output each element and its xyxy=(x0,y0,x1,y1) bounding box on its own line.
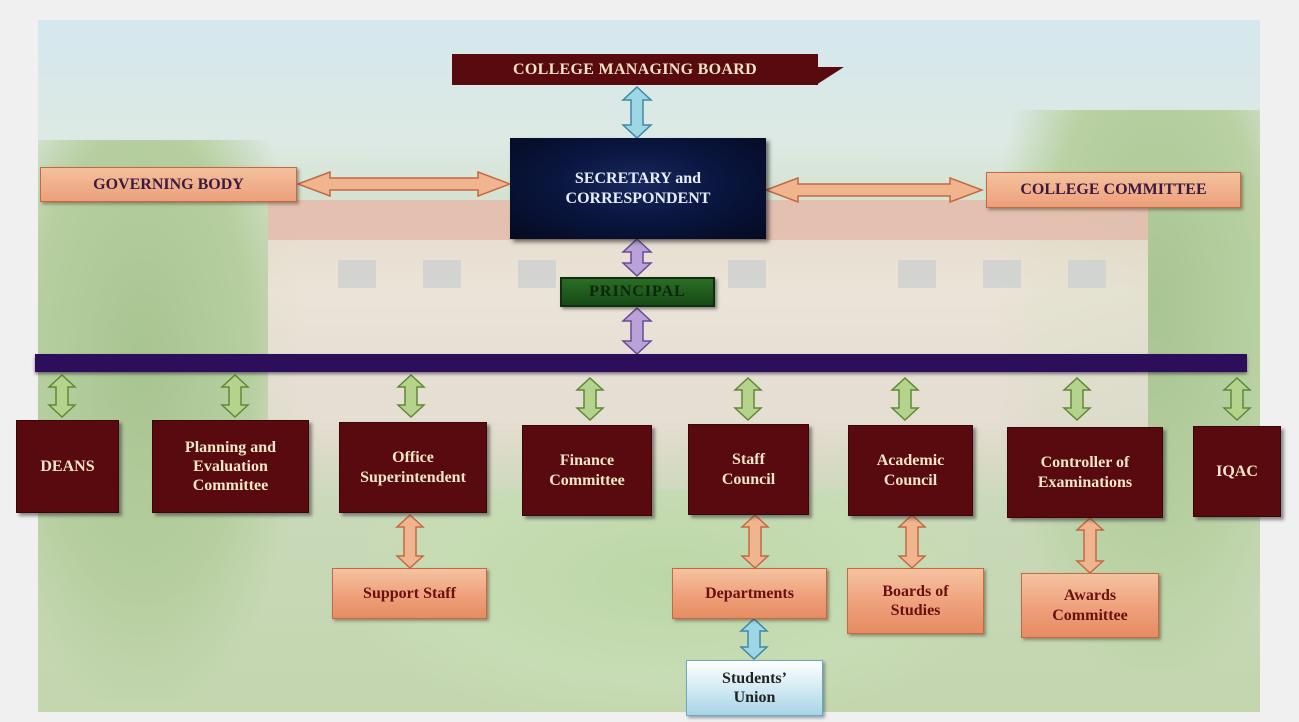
node-principal: PRINCIPAL xyxy=(560,277,715,307)
arrow-staff-departments xyxy=(740,513,770,570)
node-label: Academic Council xyxy=(876,452,945,489)
node-label: IQAC xyxy=(1216,462,1258,480)
node-label: Boards of Studies xyxy=(882,582,949,619)
building-window xyxy=(983,260,1021,288)
arrow-bar-planning xyxy=(220,373,250,419)
node-governing-body: GOVERNING BODY xyxy=(40,167,297,202)
arrow-board-secretary xyxy=(621,85,653,140)
node-office-superintendent: Office Superintendent xyxy=(339,422,487,513)
node-support-staff: Support Staff xyxy=(332,568,487,619)
arrow-academic-boards xyxy=(897,513,927,570)
building-window xyxy=(728,260,766,288)
node-secretary-correspondent: SECRETARY and CORRESPONDENT xyxy=(510,138,766,239)
building-window xyxy=(518,260,556,288)
node-awards-committee: Awards Committee xyxy=(1021,573,1159,638)
arrow-secretary-committee xyxy=(763,176,985,204)
node-label: Students’ Union xyxy=(722,669,787,706)
node-label: Support Staff xyxy=(363,584,456,602)
node-staff-council: Staff Council xyxy=(688,424,809,515)
node-college-managing-board: COLLEGE MANAGING BOARD xyxy=(452,54,818,85)
node-controller-of-examinations: Controller of Examinations xyxy=(1007,427,1163,518)
node-label: GOVERNING BODY xyxy=(93,175,244,193)
arrow-secretary-principal xyxy=(621,237,653,278)
hierarchy-bar xyxy=(35,354,1247,372)
node-students-union: Students’ Union xyxy=(686,660,823,716)
node-label: Finance Committee xyxy=(549,452,625,489)
node-boards-of-studies: Boards of Studies xyxy=(847,568,984,634)
node-label: Planning and Evaluation Committee xyxy=(184,438,277,495)
node-label: Staff Council xyxy=(721,451,776,488)
arrow-governing-secretary xyxy=(295,170,513,198)
arrow-office-support xyxy=(395,513,425,570)
arrow-bar-office xyxy=(396,373,426,419)
arrow-bar-iqac xyxy=(1222,376,1252,422)
node-deans: DEANS xyxy=(16,420,119,513)
arrow-principal-bar xyxy=(621,306,653,356)
node-label: Awards Committee xyxy=(1052,587,1128,624)
arrow-bar-deans xyxy=(47,373,77,419)
arrow-bar-academic xyxy=(890,376,920,422)
arrow-bar-staff-council xyxy=(733,376,763,422)
board-box-tail xyxy=(816,67,844,85)
arrow-departments-students xyxy=(739,617,769,661)
node-label: PRINCIPAL xyxy=(589,283,686,301)
building-window xyxy=(1068,260,1106,288)
node-label: COLLEGE COMMITTEE xyxy=(1020,181,1207,199)
node-label: DEANS xyxy=(40,457,95,475)
node-label: SECRETARY and CORRESPONDENT xyxy=(565,170,711,207)
node-label: Office Superintendent xyxy=(360,449,466,486)
building-window xyxy=(898,260,936,288)
arrow-bar-finance xyxy=(575,376,605,422)
node-label: Departments xyxy=(705,584,794,602)
node-label: Controller of Examinations xyxy=(1037,454,1133,491)
node-academic-council: Academic Council xyxy=(848,425,973,516)
arrow-controller-awards xyxy=(1075,516,1105,575)
node-label: COLLEGE MANAGING BOARD xyxy=(513,60,757,78)
node-college-committee: COLLEGE COMMITTEE xyxy=(986,172,1241,208)
node-finance-committee: Finance Committee xyxy=(522,425,652,516)
node-iqac: IQAC xyxy=(1193,426,1281,517)
building-window xyxy=(423,260,461,288)
node-planning-evaluation-committee: Planning and Evaluation Committee xyxy=(152,420,309,513)
building-window xyxy=(338,260,376,288)
arrow-bar-controller xyxy=(1062,376,1092,422)
node-departments: Departments xyxy=(672,568,827,619)
